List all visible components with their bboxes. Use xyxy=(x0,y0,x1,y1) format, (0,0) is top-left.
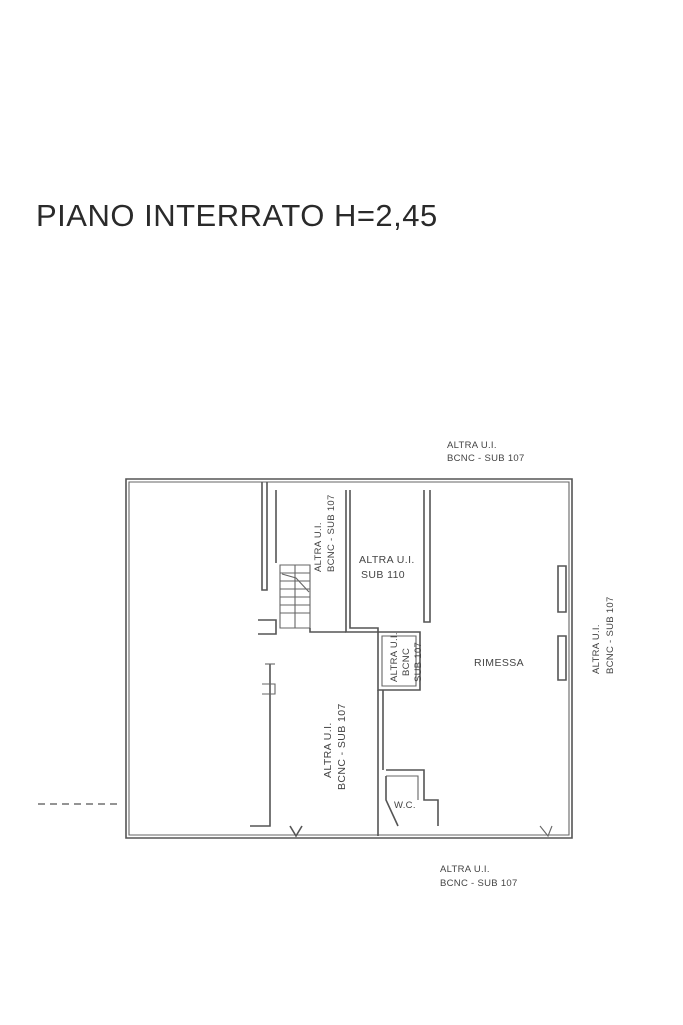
label-top-line1: ALTRA U.I. xyxy=(447,440,497,451)
label-right-line1: ALTRA U.I. xyxy=(591,624,602,674)
label-small-line1: ALTRA U.I. xyxy=(389,632,400,682)
label-wc: W.C. xyxy=(394,800,416,811)
label-top-line2: BCNC - SUB 107 xyxy=(447,453,525,464)
interior-walls xyxy=(250,482,567,838)
label-bottom-line2: BCNC - SUB 107 xyxy=(440,878,518,889)
label-small-line2: BCNC xyxy=(401,648,412,676)
label-right-line2: BCNC - SUB 107 xyxy=(605,596,616,674)
label-sub110-line2: SUB 110 xyxy=(361,569,405,581)
label-stair-room-line1: ALTRA U.I. xyxy=(313,522,324,572)
label-rimessa: RIMESSA xyxy=(474,657,524,669)
label-bottom-line1: ALTRA U.I. xyxy=(440,864,490,875)
label-corridor-line2: BCNC - SUB 107 xyxy=(336,703,348,790)
outer-walls xyxy=(125,478,573,839)
label-sub110-line1: ALTRA U.I. xyxy=(359,554,415,566)
label-corridor-line1: ALTRA U.I. xyxy=(322,722,334,778)
plan-title: PIANO INTERRATO H=2,45 xyxy=(36,198,438,233)
label-small-line3: SUB 107 xyxy=(413,642,424,682)
label-stair-room-line2: BCNC - SUB 107 xyxy=(326,494,337,572)
